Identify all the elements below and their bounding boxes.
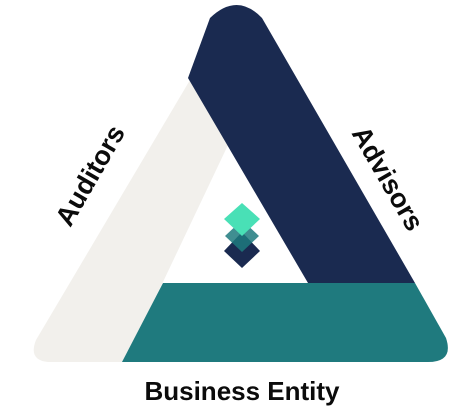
auditors-side [33,80,228,362]
business-entity-side [122,283,448,362]
diamond-stack-icon [224,203,260,268]
diamond-top [224,203,260,236]
advisors-side [188,5,415,283]
business-entity-label: Business Entity [144,376,340,406]
